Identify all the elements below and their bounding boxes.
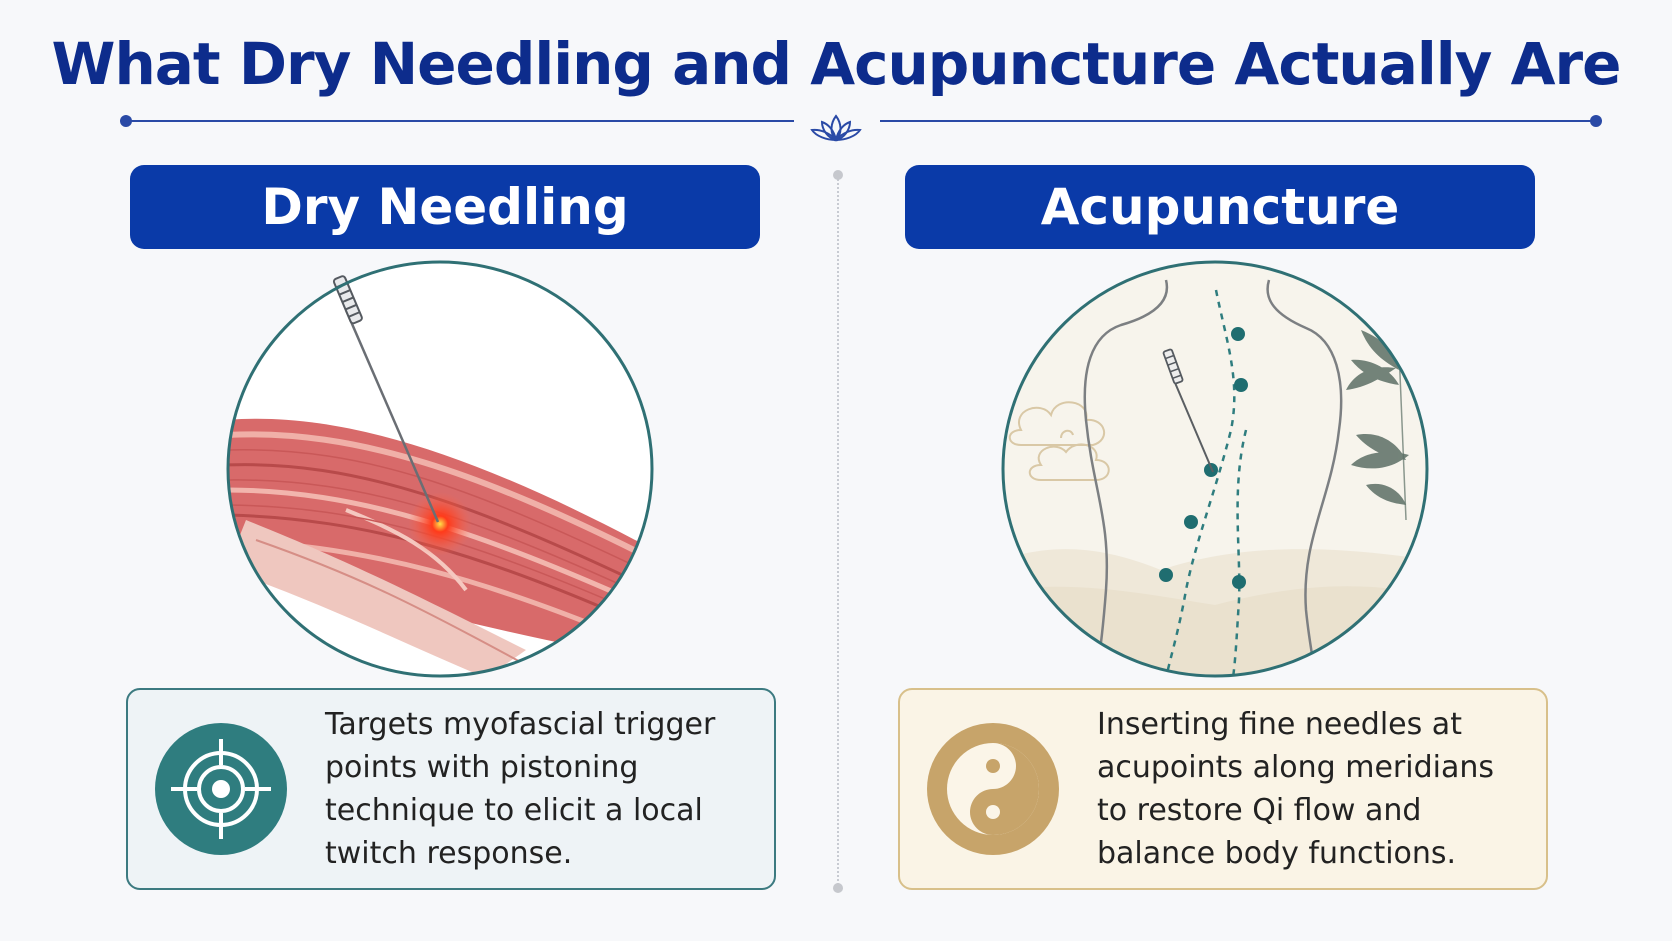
center-divider	[837, 175, 839, 885]
muscle-needle-illustration	[226, 260, 654, 678]
page-title: What Dry Needling and Acupuncture Actual…	[51, 30, 1622, 98]
yin-yang-icon	[927, 723, 1059, 855]
target-icon	[155, 723, 287, 855]
acupuncture-description: Inserting fine needles at acupoints alon…	[1097, 707, 1494, 871]
divider-end-dot	[1590, 115, 1602, 127]
dry-needling-card: Targets myofascial trigger points with p…	[126, 688, 776, 890]
lotus-icon	[810, 114, 862, 142]
title-divider-left	[126, 120, 794, 122]
acupuncture-card: Inserting fine needles at acupoints alon…	[898, 688, 1548, 890]
divider-end-dot	[120, 115, 132, 127]
divider-end-dot	[833, 170, 843, 180]
dry-needling-heading: Dry Needling	[130, 165, 760, 249]
dry-needling-description: Targets myofascial trigger points with p…	[325, 707, 716, 871]
divider-end-dot	[833, 883, 843, 893]
acupuncture-heading: Acupuncture	[905, 165, 1535, 249]
meridian-back-illustration	[1001, 260, 1429, 678]
title-divider-right	[880, 120, 1596, 122]
